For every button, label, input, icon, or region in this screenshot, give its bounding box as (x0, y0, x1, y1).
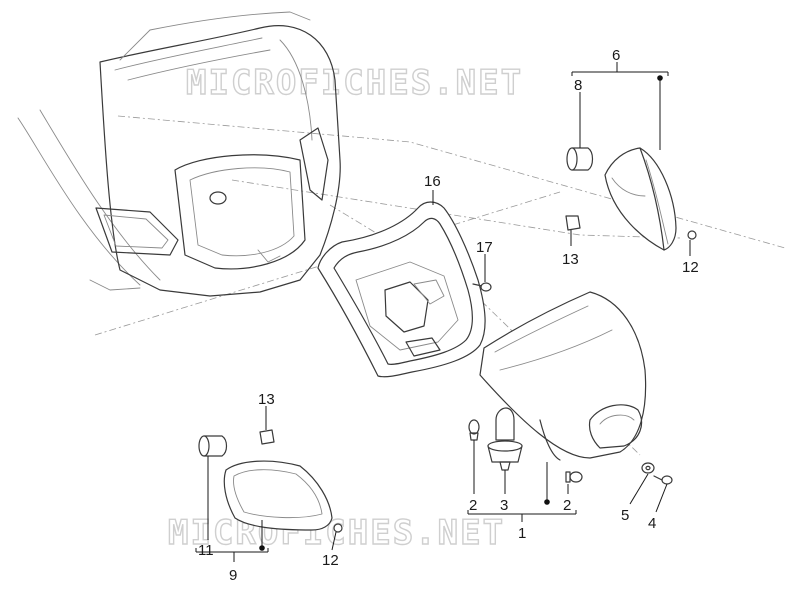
callout-9: 9 (229, 567, 237, 584)
part-2-bulb-right (565, 471, 583, 483)
part-17-screw (472, 282, 492, 292)
part-3-bulb-socket (487, 407, 523, 471)
callout-12-top: 12 (682, 259, 699, 276)
callout-13-bottom: 13 (258, 391, 275, 408)
leader-lines (195, 62, 691, 562)
watermark-bottom: MICROFICHES.NET (168, 513, 505, 553)
callout-6: 6 (612, 47, 620, 64)
part-1-lens (479, 291, 647, 461)
part-2-bulb-left (468, 419, 480, 441)
callout-2-left: 2 (469, 497, 477, 514)
part-12-screw-bottom (333, 523, 343, 533)
bracket-dot-9 (259, 545, 265, 551)
callout-3: 3 (500, 497, 508, 514)
callout-5: 5 (621, 507, 629, 524)
part-13-clip-top (565, 215, 581, 231)
part-5-washer (641, 462, 655, 474)
part-12-screw-top (687, 230, 697, 240)
rear-body-frame (17, 11, 341, 297)
part-16-housing (317, 201, 486, 378)
callout-2-right: 2 (563, 497, 571, 514)
bracket-dot-1 (544, 499, 550, 505)
callout-11: 11 (198, 542, 214, 559)
bracket-dot-6 (657, 75, 663, 81)
part-4-screw (653, 475, 673, 485)
part-9-turn-signal-left (223, 460, 333, 531)
callout-1: 1 (518, 525, 526, 542)
callout-13-top: 13 (562, 251, 579, 268)
part-11-bulb-left (198, 435, 228, 457)
callout-16: 16 (424, 173, 441, 190)
callout-8: 8 (574, 77, 582, 94)
callouts: 6 8 13 12 16 17 13 2 3 2 1 5 4 11 9 12 (198, 47, 699, 584)
callout-17: 17 (476, 239, 493, 256)
part-8-bulb-right (566, 147, 594, 171)
part-6-turn-signal-right (604, 147, 677, 251)
watermark-top: MICROFICHES.NET (186, 63, 523, 103)
callout-4: 4 (648, 515, 656, 532)
callout-12-bottom: 12 (322, 552, 339, 569)
part-13-clip-bottom (259, 429, 275, 445)
